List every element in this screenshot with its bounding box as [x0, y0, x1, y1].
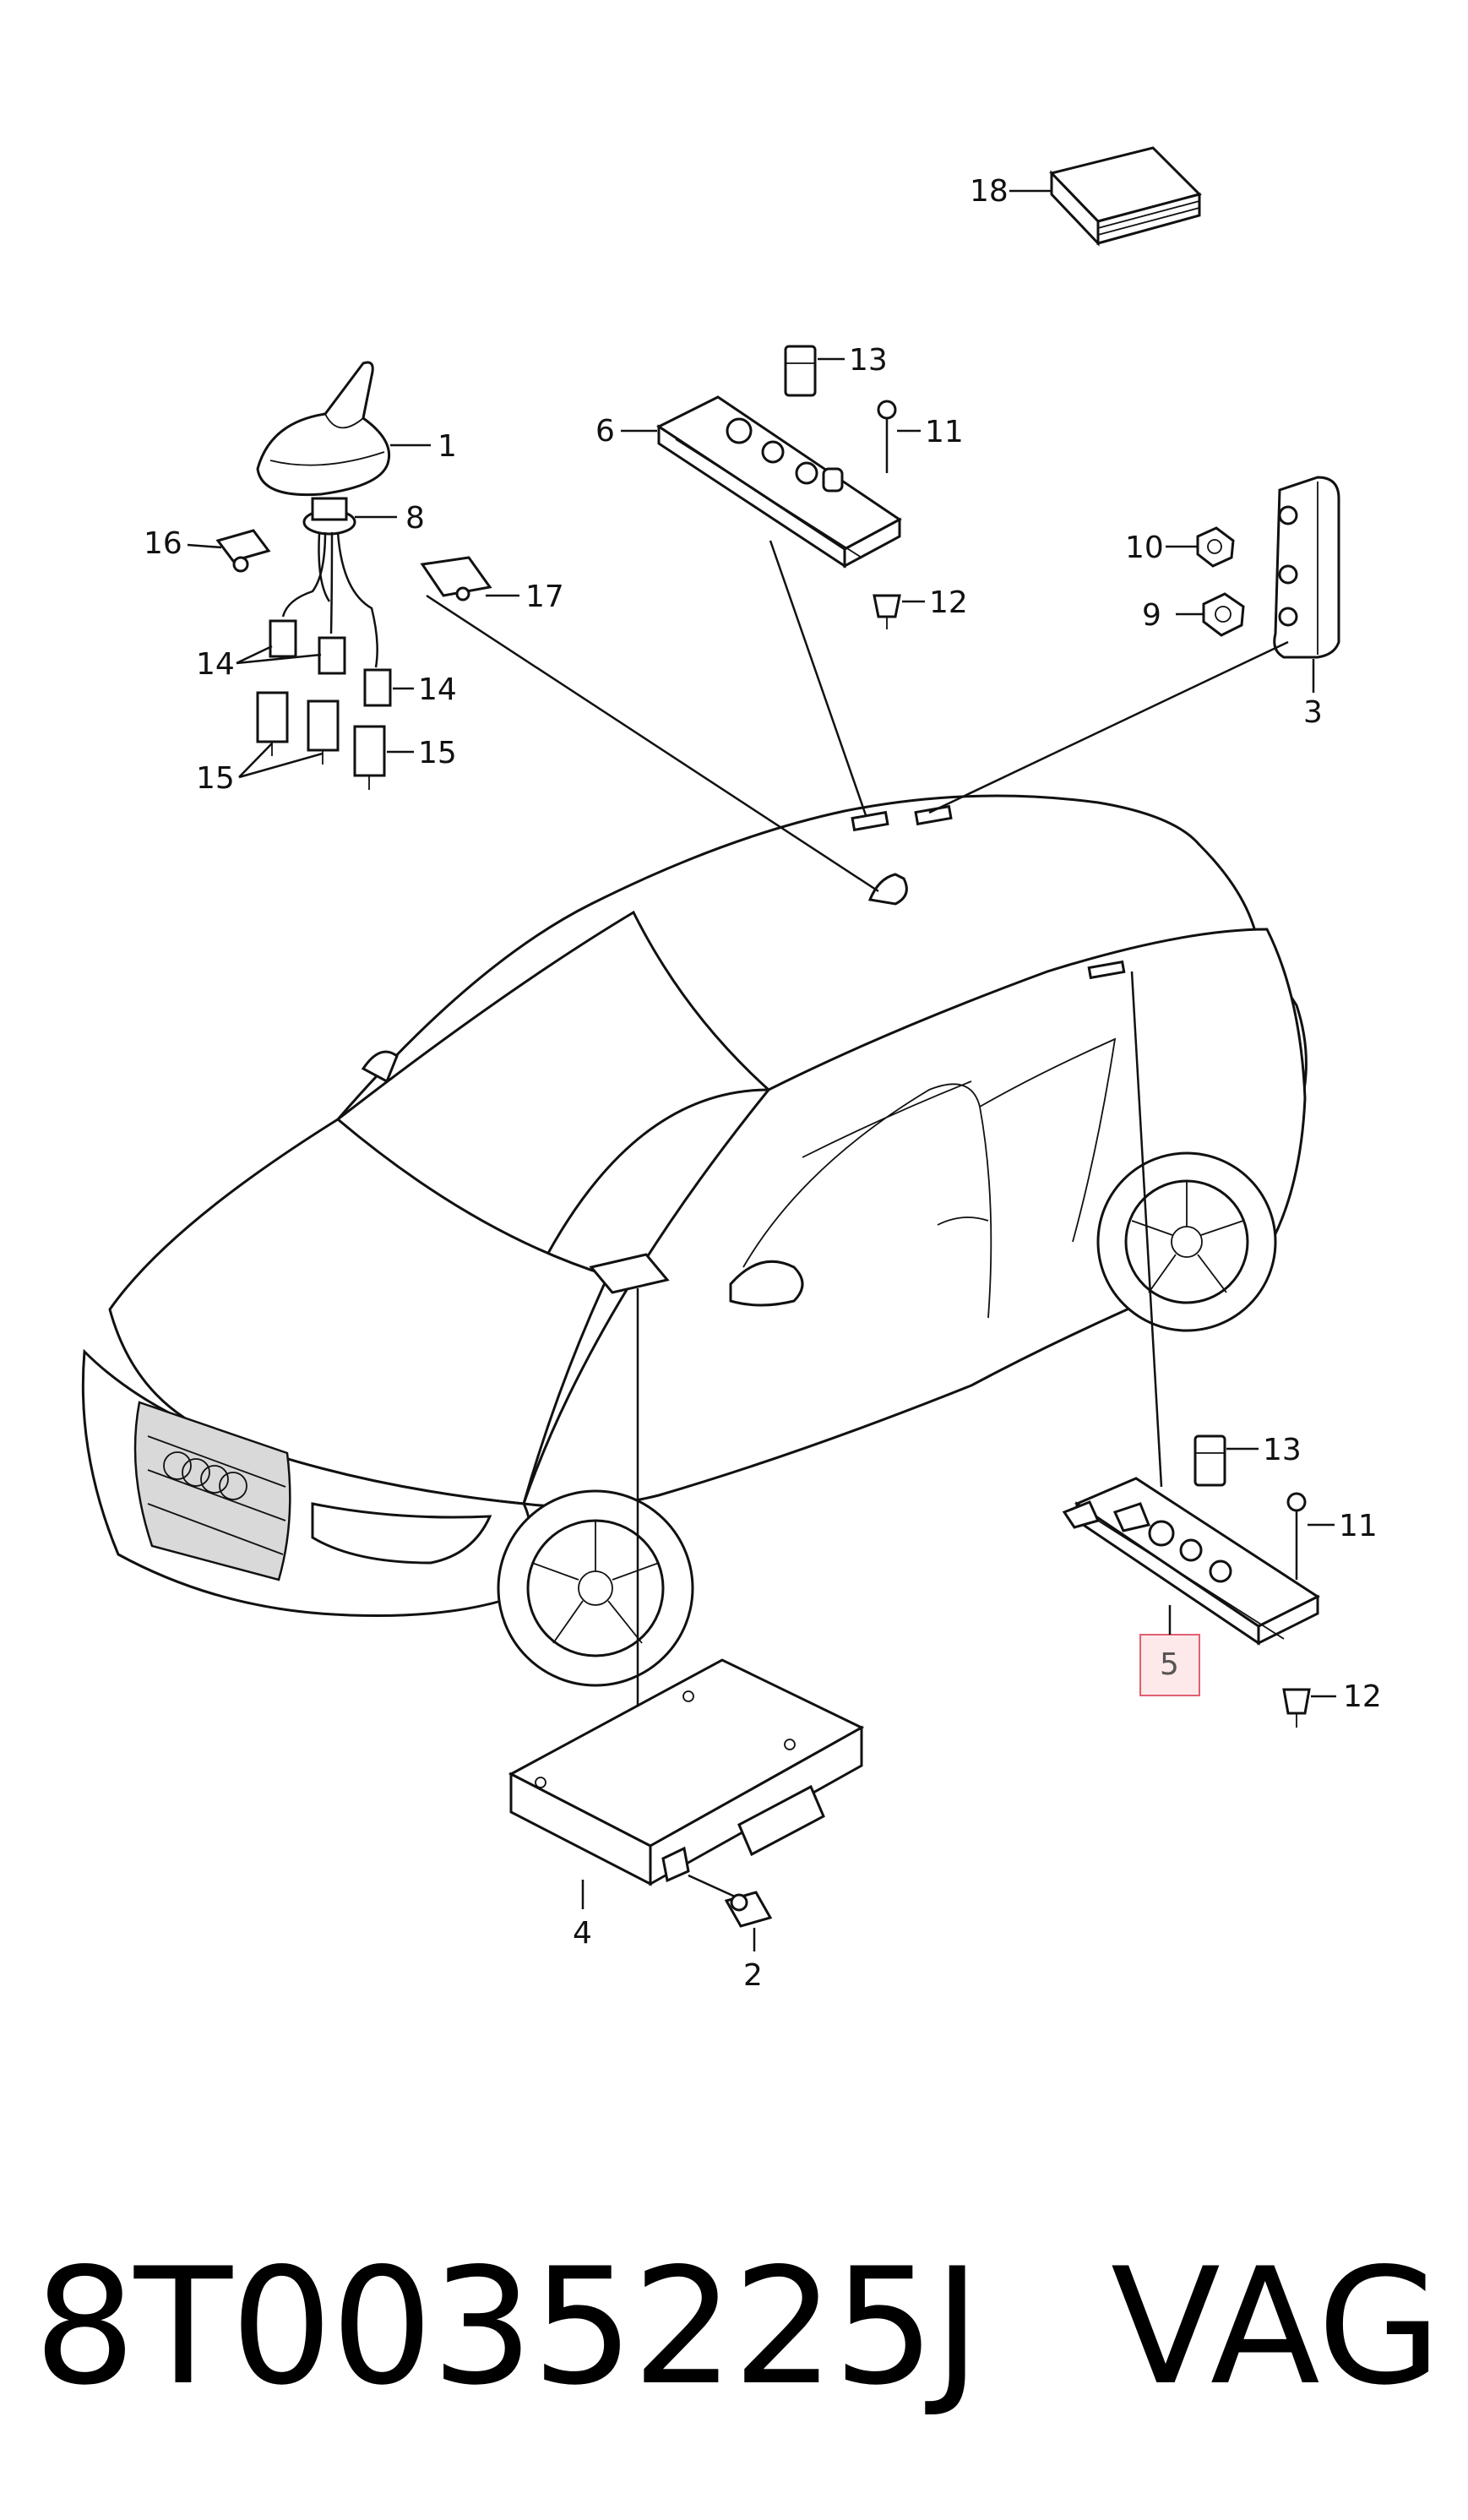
callout-2: 2 — [743, 1958, 763, 1993]
callout-12-top: 12 — [929, 585, 968, 620]
part-9-nut — [1202, 592, 1245, 637]
part-12-clip-bottom — [1282, 1688, 1311, 1728]
callout-12-bottom: 12 — [1343, 1679, 1382, 1714]
part-11-screw-bottom — [1286, 1492, 1307, 1580]
part-4-control-unit — [508, 1658, 865, 1886]
callout-6: 6 — [595, 414, 615, 449]
callout-18: 18 — [970, 174, 1009, 209]
callout-16: 16 — [144, 526, 182, 561]
part-17-label-pad — [420, 556, 492, 601]
part-5-amplifier-module — [1062, 1477, 1321, 1646]
callout-14-right: 14 — [418, 672, 457, 707]
callout-8: 8 — [405, 501, 425, 536]
callout-11-bottom: 11 — [1339, 1509, 1378, 1543]
callout-17: 17 — [525, 580, 564, 614]
callout-5[interactable]: 5 — [1160, 1647, 1179, 1682]
callout-13-top: 13 — [849, 343, 888, 378]
part-11-screw-top — [877, 400, 897, 473]
callout-15-right: 15 — [418, 736, 457, 770]
part-10-nut — [1196, 526, 1235, 568]
car-body-outline — [81, 794, 1308, 1687]
callout-15-left: 15 — [196, 761, 235, 796]
part-13-connector-bottom — [1193, 1434, 1226, 1487]
part-3-bracket — [1273, 476, 1340, 659]
callout-14-left: 14 — [196, 647, 235, 682]
callout-1: 1 — [438, 429, 457, 464]
part-1-roof-antenna — [256, 361, 391, 536]
leader-5-to-car — [1130, 971, 1163, 1488]
part-13-connector-top — [784, 345, 817, 397]
part-6-amplifier-module — [656, 395, 902, 569]
part-16-clip — [215, 529, 271, 573]
callout-9: 9 — [1142, 598, 1161, 633]
leader-17-to-car — [426, 594, 879, 893]
callout-3: 3 — [1303, 695, 1323, 730]
part-number-label: 8T0035225J — [34, 2234, 981, 2420]
part-12-clip-top — [873, 594, 901, 629]
brand-label: VAG — [1111, 2234, 1442, 2420]
leader-6-to-car — [769, 540, 867, 816]
part-2-connector-cap — [724, 1891, 773, 1928]
part-15-connectors — [256, 691, 386, 790]
antenna-cable-harness — [269, 531, 392, 707]
leader-3-to-car — [928, 640, 1289, 814]
callout-13-bottom: 13 — [1263, 1433, 1302, 1467]
part-18-kit-box — [1049, 146, 1202, 247]
callout-10: 10 — [1125, 531, 1164, 565]
callout-4: 4 — [573, 1916, 592, 1951]
callout-11-top: 11 — [925, 415, 964, 449]
